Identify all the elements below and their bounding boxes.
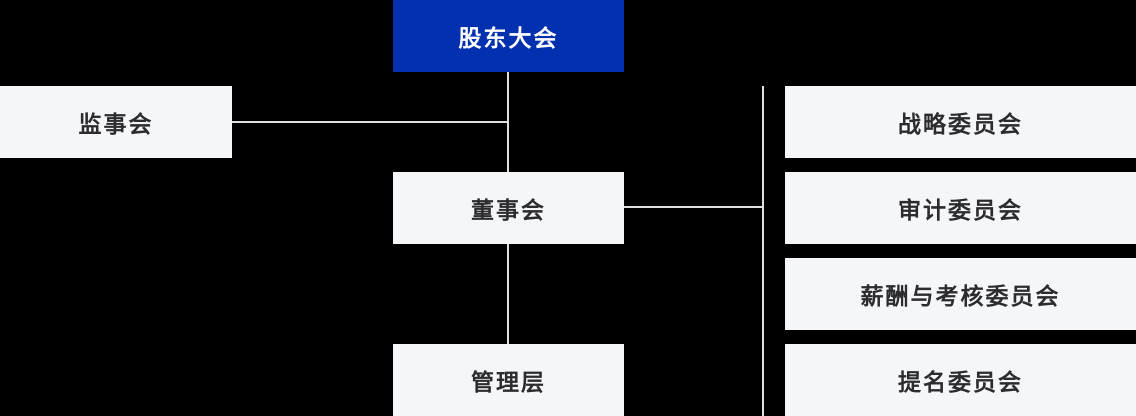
connector-supervisors-line [232, 121, 509, 123]
committees-spine-line [762, 86, 764, 416]
node-nomination-committee-label: 提名委员会 [898, 369, 1023, 395]
node-shareholders-meeting-label: 股东大会 [458, 25, 559, 51]
node-audit-committee-label: 审计委员会 [898, 197, 1023, 223]
node-management: 管理层 [393, 344, 624, 416]
node-board-of-directors: 董事会 [393, 172, 624, 244]
node-strategy-committee-label: 战略委员会 [898, 111, 1023, 137]
node-supervisory-board: 监事会 [0, 86, 232, 158]
node-board-of-directors-label: 董事会 [471, 197, 546, 223]
node-remuneration-assessment-committee: 薪酬与考核委员会 [785, 258, 1136, 330]
node-shareholders-meeting: 股东大会 [393, 0, 624, 72]
node-supervisory-board-label: 监事会 [78, 111, 154, 137]
connector-board-to-committees-line [624, 206, 763, 208]
node-audit-committee: 审计委员会 [785, 172, 1136, 244]
node-strategy-committee: 战略委员会 [785, 86, 1136, 158]
node-management-label: 管理层 [471, 369, 546, 395]
connector-board-to-management-line [507, 244, 509, 344]
node-nomination-committee: 提名委员会 [785, 344, 1136, 416]
node-remuneration-assessment-committee-label: 薪酬与考核委员会 [860, 283, 1061, 309]
